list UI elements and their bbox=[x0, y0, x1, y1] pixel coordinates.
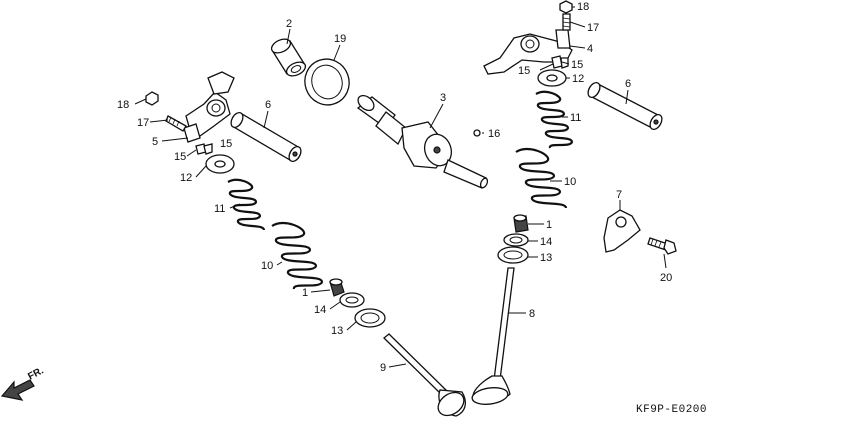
callout-11-left: 11 bbox=[214, 203, 225, 215]
part-inner-spring-left bbox=[227, 178, 266, 231]
callout-1-left: 1 bbox=[302, 287, 308, 299]
callout-8: 8 bbox=[529, 308, 535, 320]
callout-20: 20 bbox=[660, 272, 672, 284]
callout-18-left: 18 bbox=[117, 99, 129, 111]
callout-10-right: 10 bbox=[564, 176, 576, 188]
callout-15-right-a: 15 bbox=[518, 65, 530, 77]
callout-5: 5 bbox=[152, 136, 158, 148]
part-washer-right bbox=[497, 246, 529, 264]
front-arrow: FR. bbox=[0, 365, 46, 401]
callout-6-left: 6 bbox=[265, 99, 271, 111]
callout-15-right-b: 15 bbox=[571, 59, 583, 71]
part-stopper-plate bbox=[603, 209, 641, 253]
callout-14-left: 14 bbox=[314, 304, 326, 316]
part-outer-spring-left bbox=[271, 221, 324, 290]
callout-19: 19 bbox=[334, 33, 346, 45]
callout-6-right: 6 bbox=[625, 78, 631, 90]
callout-1-right: 1 bbox=[546, 219, 552, 231]
part-camshaft bbox=[356, 94, 489, 189]
callout-13-left: 13 bbox=[331, 325, 343, 337]
part-cotter-right bbox=[551, 55, 569, 69]
part-rocker-shaft-left bbox=[230, 111, 302, 163]
part-outer-spring-right bbox=[515, 147, 568, 209]
callout-16: 16 bbox=[488, 128, 500, 140]
part-washer-left bbox=[354, 308, 386, 328]
part-bolt bbox=[647, 237, 677, 255]
callout-15-left-a: 15 bbox=[220, 138, 232, 150]
callout-17-right: 17 bbox=[587, 22, 599, 34]
part-adjusting-screw-right bbox=[562, 13, 571, 31]
part-cam-bearing bbox=[270, 38, 307, 77]
callout-4: 4 bbox=[587, 43, 593, 55]
part-valve-left bbox=[383, 333, 467, 417]
callout-11-right: 11 bbox=[570, 112, 581, 124]
callout-2: 2 bbox=[286, 18, 292, 30]
part-spring-retainer-right bbox=[537, 69, 567, 87]
callout-18-right: 18 bbox=[577, 1, 589, 13]
part-stem-seal-right bbox=[513, 214, 529, 233]
part-adjusting-nut-right bbox=[559, 0, 573, 14]
callout-15-left-b: 15 bbox=[174, 151, 186, 163]
part-adjusting-screw-left bbox=[165, 115, 187, 132]
leader-lines bbox=[134, 6, 667, 368]
part-spring-seat-right bbox=[503, 233, 529, 247]
callout-10-left: 10 bbox=[261, 260, 273, 272]
part-inner-spring-right bbox=[535, 90, 574, 149]
part-spring-seat-left bbox=[339, 292, 365, 308]
part-valve-right bbox=[471, 267, 515, 405]
callout-3: 3 bbox=[440, 92, 446, 104]
callout-12-left: 12 bbox=[180, 172, 192, 184]
callout-17-left: 17 bbox=[137, 117, 149, 129]
callout-9: 9 bbox=[380, 362, 386, 374]
part-seal-ring bbox=[304, 58, 350, 106]
callouts: 2 19 3 16 18 17 5 15 15 12 6 11 10 1 14 … bbox=[117, 1, 672, 374]
callout-14-right: 14 bbox=[540, 236, 552, 248]
part-rocker-arm-left bbox=[183, 71, 235, 143]
part-spring-retainer-left bbox=[205, 154, 235, 174]
part-rocker-shaft-right bbox=[587, 81, 663, 131]
part-dowel-pin bbox=[473, 129, 481, 137]
diagram-code: KF9P-E0200 bbox=[636, 404, 707, 416]
callout-13-right: 13 bbox=[540, 252, 552, 264]
callout-12-right: 12 bbox=[572, 73, 584, 85]
part-adjusting-nut-left bbox=[145, 91, 159, 106]
callout-7: 7 bbox=[616, 189, 622, 201]
front-arrow-label: FR. bbox=[26, 365, 46, 382]
part-cotter-left bbox=[195, 143, 213, 155]
part-stem-seal-left bbox=[329, 278, 345, 297]
